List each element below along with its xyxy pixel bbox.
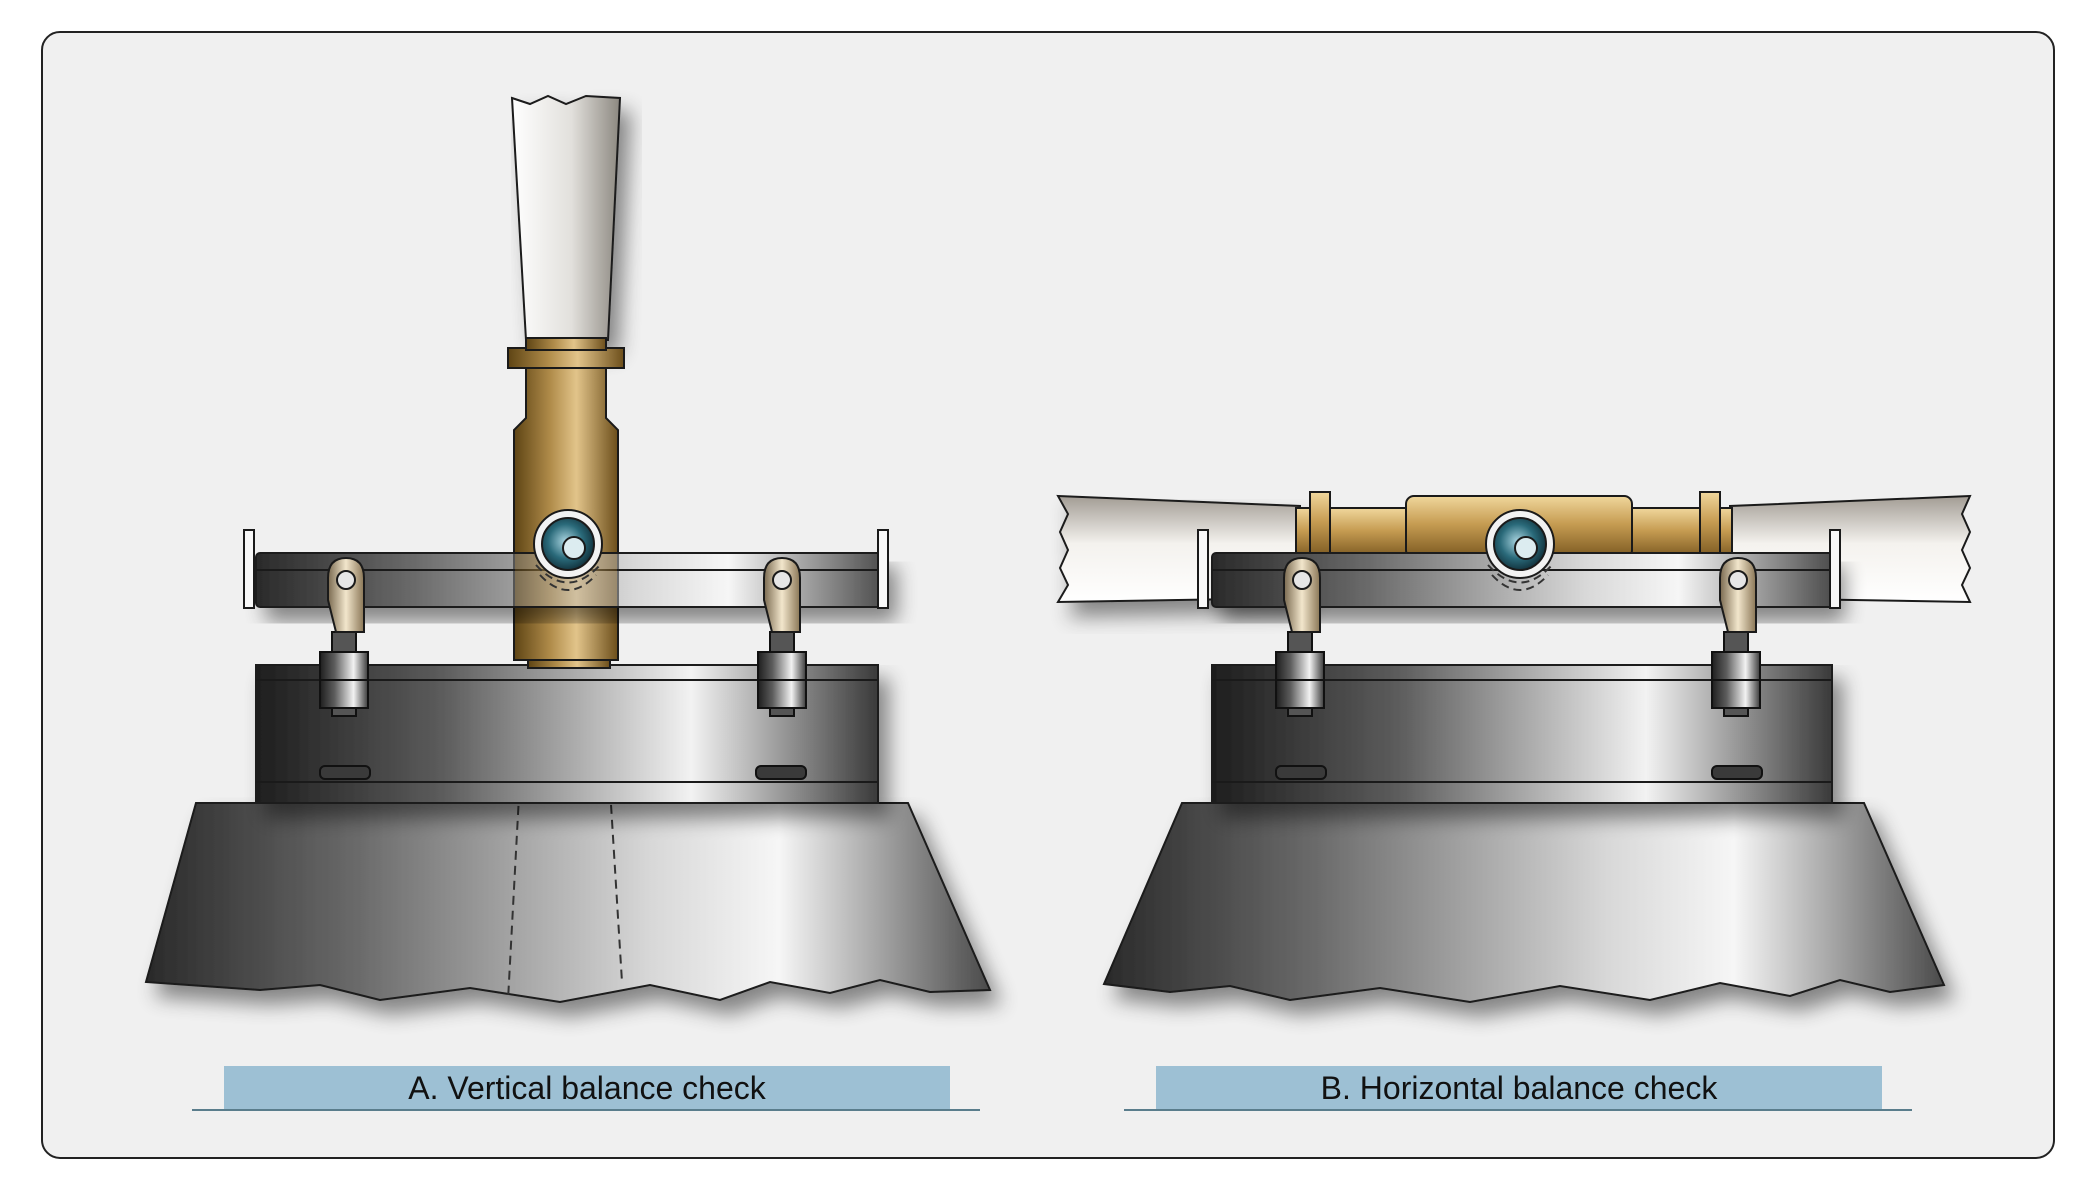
adjusting-screw-left-b [1275,631,1325,717]
caption-vertical-balance-check: A. Vertical balance check [408,1070,766,1106]
ring-end-plate-right-b [1829,529,1841,609]
cylinder-slot-left-b [1275,765,1327,780]
adjusting-screw-right [757,631,807,717]
ring-lug-right-b [1719,556,1757,633]
ring-end-plate-left [243,529,255,609]
cylinder-slot-right [755,765,807,780]
hub-collar-left [1309,491,1331,559]
caption-bar-b [1156,1066,1882,1110]
ring-lug-right [763,556,801,633]
horizontal-balance-assembly [1056,491,1972,1004]
cylinder-slot-left [319,765,371,780]
adjusting-screw-left [319,631,369,717]
balance-stand-base [144,802,992,1004]
ring-lug-left [327,556,365,633]
ring-end-plate-left-b [1197,529,1209,609]
adjusting-screw-right-b [1711,631,1761,717]
cylinder-slot-right-b [1711,765,1763,780]
ring-end-plate-right [877,529,889,609]
balance-stand-base-b [1102,802,1946,1004]
caption-bar-a [224,1066,950,1110]
propeller-blade-vertical [510,94,622,341]
hub-collar-right [1699,491,1721,559]
vertical-balance-assembly [144,94,992,1004]
ring-lug-left-b [1283,556,1321,633]
caption-horizontal-balance-check: B. Horizontal balance check [1320,1070,1718,1106]
